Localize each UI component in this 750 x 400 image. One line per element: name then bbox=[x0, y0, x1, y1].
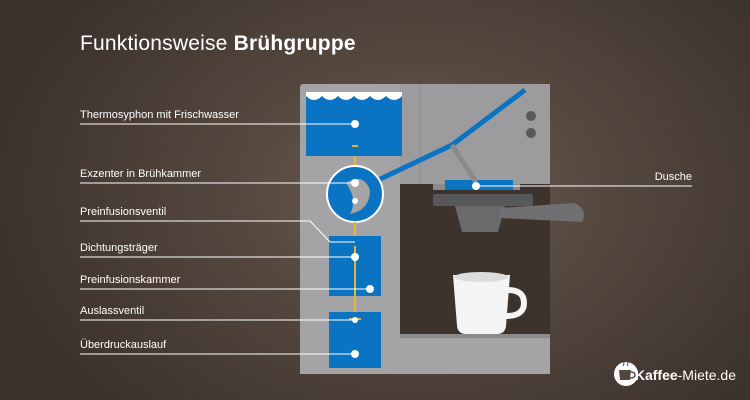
label-ueberdruckauslauf: Überdruckauslauf bbox=[80, 339, 167, 351]
kaffee-logo-icon bbox=[614, 360, 638, 386]
label-thermosyphon: Thermosyphon mit Frischwasser bbox=[80, 109, 239, 121]
dot-ueberdruckauslauf bbox=[351, 350, 359, 358]
leader-preinfusionsventil bbox=[80, 220, 355, 243]
leader-lines bbox=[80, 123, 692, 355]
machine-button-top bbox=[526, 111, 536, 121]
base-edge bbox=[400, 334, 550, 338]
label-auslassventil: Auslassventil bbox=[80, 305, 145, 317]
label-dichtungstraeger: Dichtungsträger bbox=[80, 242, 158, 254]
label-preinfusionskammer: Preinfusionskammer bbox=[80, 274, 181, 286]
dot-exzenter-cam bbox=[352, 198, 358, 204]
dot-preinfusionskammer bbox=[366, 285, 374, 293]
label-dusche: Dusche bbox=[654, 171, 692, 183]
eccentric-cam bbox=[346, 178, 370, 214]
portafilter-top bbox=[433, 194, 533, 206]
title-bold: Brühgruppe bbox=[233, 32, 356, 55]
dot-dusche bbox=[472, 182, 480, 190]
diagram-title: Funktionsweise Brühgruppe bbox=[80, 32, 356, 56]
label-preinfusionsventil: Preinfusionsventil bbox=[80, 206, 167, 218]
portafilter-basket bbox=[455, 206, 505, 232]
portafilter-handle bbox=[500, 203, 584, 222]
machine-button-bottom bbox=[526, 128, 536, 138]
dot-thermosyphon bbox=[351, 120, 359, 128]
machine-top-right-panel bbox=[400, 84, 550, 184]
brand-suffix: -Miete.de bbox=[677, 367, 736, 383]
dot-auslassventil bbox=[352, 317, 358, 323]
label-exzenter: Exzenter in Brühkammer bbox=[80, 168, 202, 180]
label-dots bbox=[351, 120, 480, 358]
brand-name: Kaffee bbox=[634, 367, 678, 383]
thermosyphon-water-surface bbox=[306, 92, 402, 100]
coffee-cup bbox=[453, 275, 510, 334]
title-regular: Funktionsweise bbox=[80, 32, 234, 55]
brand-text: Kaffee-Miete.de bbox=[635, 367, 736, 383]
dot-dichtungstraeger bbox=[351, 253, 359, 261]
cup-rim bbox=[454, 272, 508, 282]
dot-exzenter bbox=[351, 179, 359, 187]
cup-handle bbox=[505, 287, 528, 319]
brand-logo[interactable]: Kaffee-Miete.de bbox=[635, 362, 736, 388]
pipe-to-dusche bbox=[449, 143, 479, 184]
